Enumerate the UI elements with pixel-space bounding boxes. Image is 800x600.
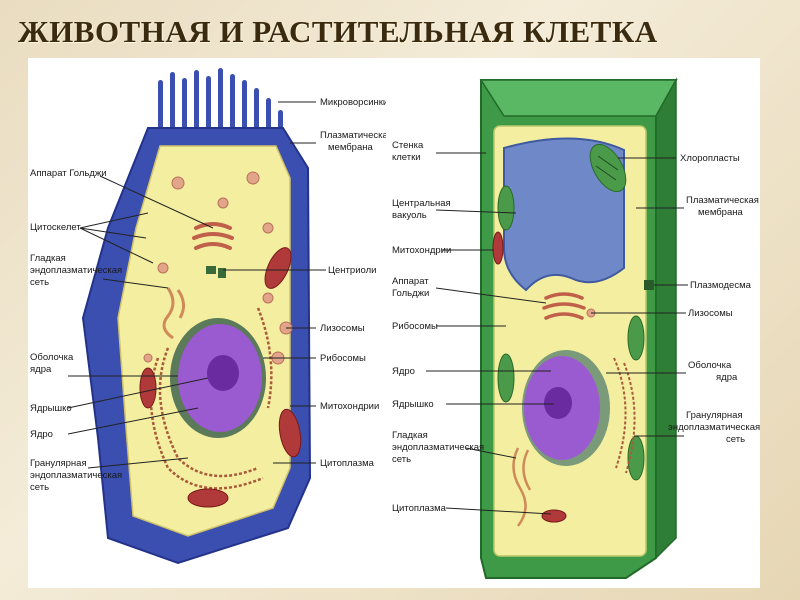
- label-plant-smooth-er-2: эндоплазматическая: [392, 442, 484, 453]
- label-ribosomes: Рибосомы: [320, 353, 366, 364]
- label-nuclear-envelope-2: ядра: [30, 364, 52, 375]
- label-chloroplasts: Хлоропласты: [680, 153, 740, 164]
- label-cytoskeleton: Цитоскелет: [30, 222, 81, 233]
- label-plant-smooth-er-1: Гладкая: [392, 430, 428, 441]
- label-cell-wall-1: Стенка: [392, 140, 424, 151]
- page-title: ЖИВОТНАЯ И РАСТИТЕЛЬНАЯ КЛЕТКА: [18, 14, 658, 49]
- plant-cell-wall-side: [655, 77, 677, 560]
- label-microvilli: Микроворсинки: [320, 97, 386, 108]
- label-plant-rough-er-1: Гранулярная: [686, 410, 743, 421]
- label-plant-golgi-1: Аппарат: [392, 276, 429, 287]
- chloroplast-stripes: [595, 155, 619, 181]
- plant-nucleolus: [544, 387, 572, 419]
- label-golgi: Аппарат Гольджи: [30, 168, 107, 179]
- label-plant-rough-er-3: сеть: [726, 434, 745, 445]
- label-rough-er-3: сеть: [30, 482, 49, 493]
- animal-cell-diagram: Микроворсинки Плазматическая мембрана Ап…: [30, 68, 386, 565]
- label-plant-plasma-membrane-1: Плазматическая: [686, 195, 759, 206]
- plant-golgi: [542, 292, 586, 320]
- label-plasma-membrane: Плазматическая: [320, 130, 386, 141]
- label-nuclear-envelope-1: Оболочка: [30, 352, 74, 363]
- label-central-vacuole-1: Центральная: [392, 198, 451, 209]
- label-nucleolus: Ядрышко: [30, 403, 72, 414]
- label-plant-ribosomes: Рибосомы: [392, 321, 438, 332]
- animal-cell-panel: Микроворсинки Плазматическая мембрана Ап…: [28, 58, 386, 588]
- plant-cell-diagram: Стенка клетки Хлоропласты Центральная ва…: [392, 77, 760, 579]
- label-plasmodesma: Плазмодесма: [690, 280, 752, 291]
- plant-mitochondria: [492, 231, 567, 523]
- label-plant-nuclear-envelope-2: ядра: [716, 372, 738, 383]
- label-plasma-membrane-2: мембрана: [328, 142, 373, 153]
- animal-smooth-er: [162, 287, 185, 340]
- plant-cell-panel: Стенка клетки Хлоропласты Центральная ва…: [386, 58, 760, 588]
- label-rough-er-2: эндоплазматическая: [30, 470, 122, 481]
- label-smooth-er-3: сеть: [30, 277, 49, 288]
- plant-plasmodesma: [644, 280, 654, 290]
- label-plant-golgi-2: Гольджи: [392, 288, 429, 299]
- label-central-vacuole-2: вакуоль: [392, 210, 427, 221]
- label-plant-plasma-membrane-2: мембрана: [698, 207, 743, 218]
- label-plant-smooth-er-3: сеть: [392, 454, 411, 465]
- label-mitochondria: Митохондрии: [320, 401, 379, 412]
- label-cytoplasm: Цитоплазма: [320, 458, 375, 469]
- label-plant-rough-er-2: эндоплазматическая: [668, 422, 760, 433]
- animal-leader-lines: [67, 101, 326, 469]
- animal-golgi: [192, 222, 234, 250]
- label-plant-nucleolus: Ядрышко: [392, 399, 434, 410]
- plant-rough-er: [613, 357, 636, 474]
- label-plant-mitochondria: Митохондрии: [392, 245, 451, 256]
- animal-centrioles: [206, 266, 226, 278]
- label-smooth-er-1: Гладкая: [30, 253, 66, 264]
- plant-smooth-er: [512, 447, 532, 527]
- label-plant-lysosomes: Лизосомы: [688, 308, 733, 319]
- label-smooth-er-2: эндоплазматическая: [30, 265, 122, 276]
- label-plant-cytoplasm: Цитоплазма: [392, 503, 447, 514]
- animal-nucleolus: [207, 355, 239, 391]
- label-plant-nuclear-envelope-1: Оболочка: [688, 360, 732, 371]
- microvilli: [158, 68, 283, 152]
- animal-mitochondria: [139, 247, 302, 508]
- label-cell-wall-2: клетки: [392, 152, 421, 163]
- plant-central-vacuole: [503, 137, 625, 292]
- label-rough-er-1: Гранулярная: [30, 458, 87, 469]
- label-centrioles: Центриоли: [328, 265, 376, 276]
- plant-leader-lines: [426, 152, 688, 515]
- label-nucleus: Ядро: [30, 429, 53, 440]
- plant-cell-wall-top: [479, 79, 678, 117]
- label-lysosomes: Лизосомы: [320, 323, 365, 334]
- label-plant-nucleus: Ядро: [392, 366, 415, 377]
